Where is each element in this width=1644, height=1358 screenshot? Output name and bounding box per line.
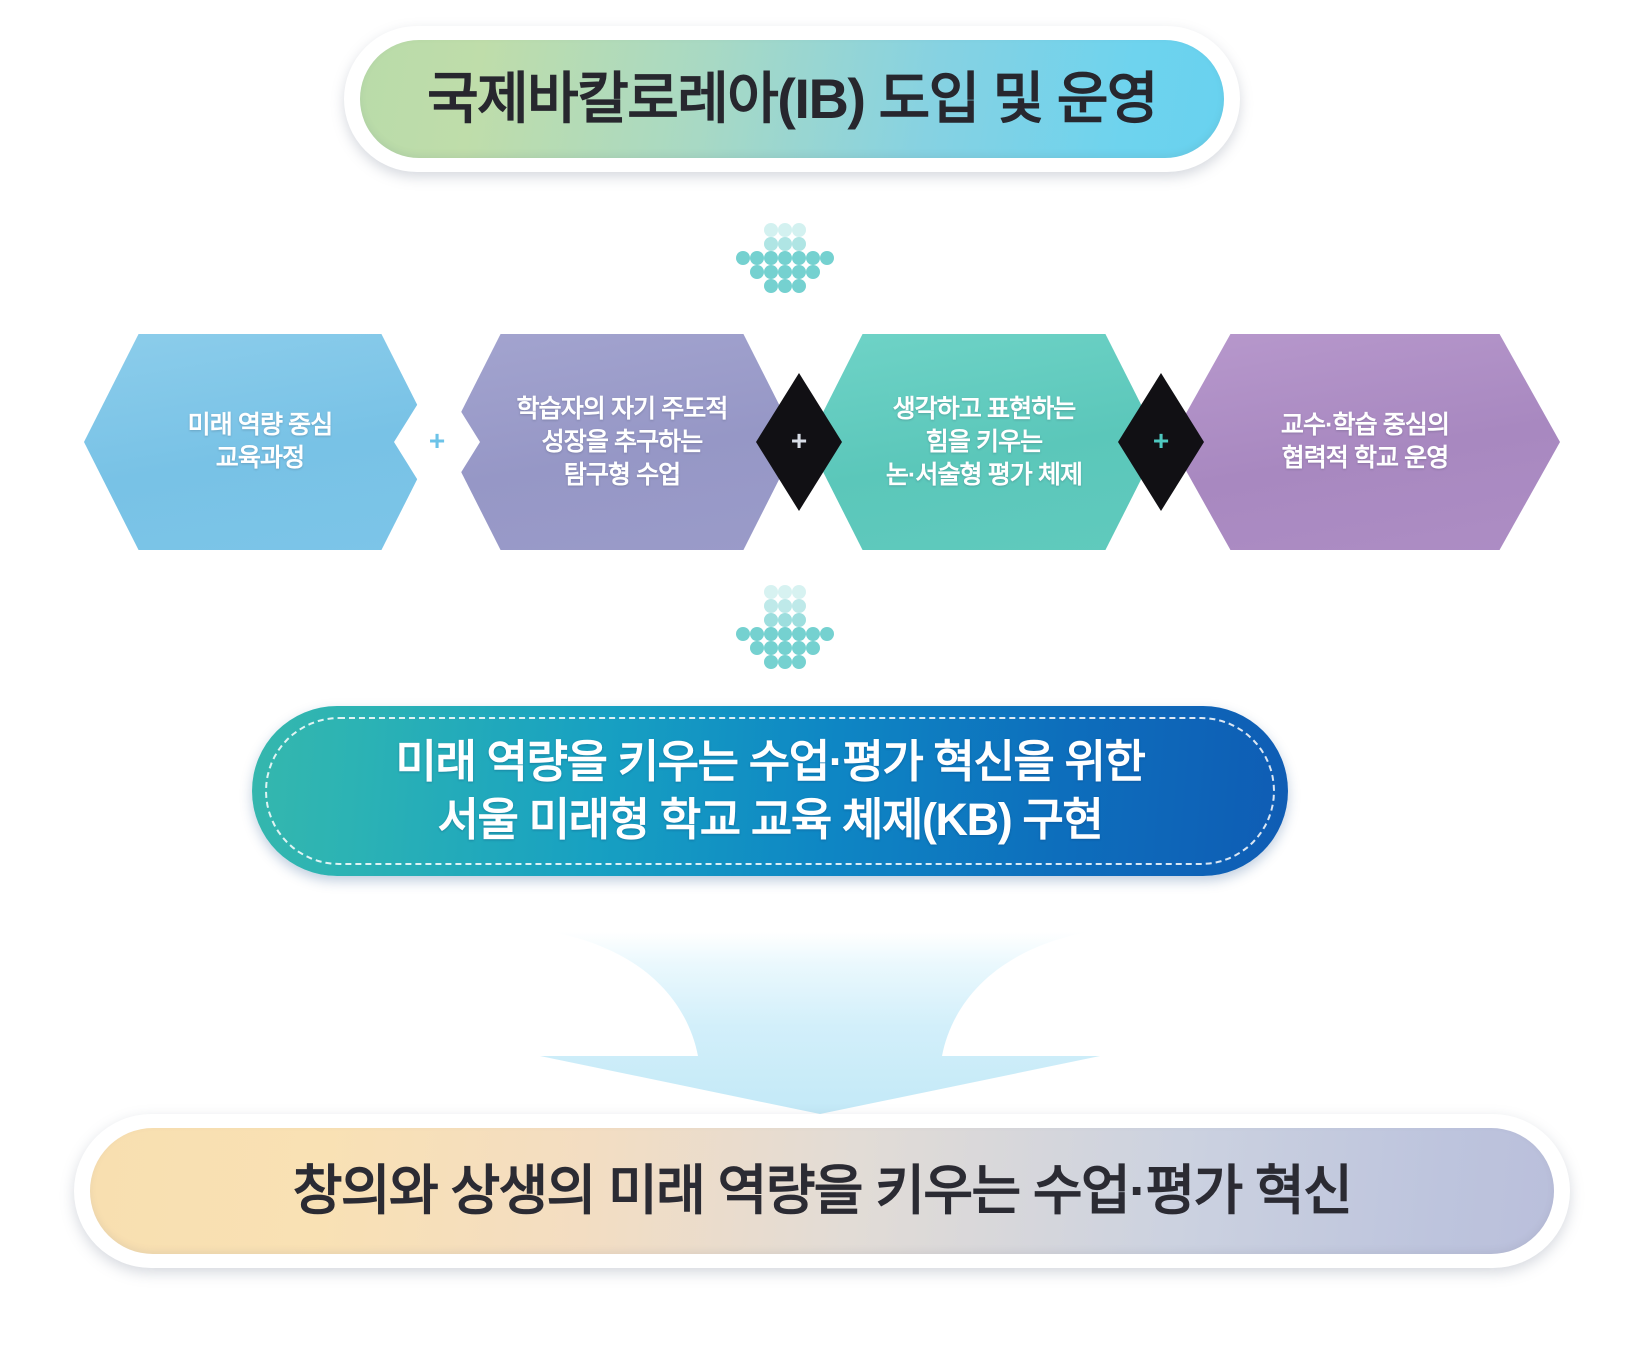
goal-banner-fill: 창의와 상생의 미래 역량을 키우는 수업·평가 혁신 bbox=[90, 1128, 1554, 1254]
plus-icon-2: + bbox=[790, 425, 808, 456]
title-banner-label: 국제바칼로레아(IB) 도입 및 운영 bbox=[427, 67, 1158, 130]
vision-banner-label: 미래 역량을 키우는 수업·평가 혁신을 위한 서울 미래형 학교 교육 체제(… bbox=[395, 735, 1146, 846]
large-down-arrow-icon bbox=[508, 920, 1132, 1116]
plus-diamond-3: + bbox=[1118, 373, 1204, 511]
dotted-down-arrow-icon-bottom bbox=[735, 584, 835, 675]
goal-banner: 창의와 상생의 미래 역량을 키우는 수업·평가 혁신 bbox=[74, 1114, 1570, 1268]
pillar-label-1: 미래 역량 중심 교육과정 bbox=[187, 411, 334, 472]
plus-icon-3: + bbox=[1152, 425, 1170, 456]
plus-diamond-2: + bbox=[756, 373, 842, 511]
dotted-down-arrow-icon-top bbox=[735, 222, 835, 299]
pillar-hexagon-2[interactable]: 학습자의 자기 주도적 성장을 추구하는 탐구형 수업 bbox=[446, 334, 798, 550]
pillar-label-4: 교수·학습 중심의 협력적 학교 운영 bbox=[1280, 411, 1450, 472]
vision-banner: 미래 역량을 키우는 수업·평가 혁신을 위한 서울 미래형 학교 교육 체제(… bbox=[252, 706, 1288, 876]
plus-icon-1: + bbox=[428, 425, 446, 456]
title-banner: 국제바칼로레아(IB) 도입 및 운영 bbox=[344, 26, 1240, 172]
pillar-row: 미래 역량 중심 교육과정 학습자의 자기 주도적 성장을 추구하는 탐구형 수… bbox=[0, 334, 1644, 550]
title-banner-fill: 국제바칼로레아(IB) 도입 및 운영 bbox=[360, 40, 1224, 158]
plus-connector-2: + bbox=[756, 334, 842, 550]
plus-diamond-1: + bbox=[394, 373, 480, 511]
goal-banner-label: 창의와 상생의 미래 역량을 키우는 수업·평가 혁신 bbox=[292, 1161, 1353, 1221]
plus-connector-1: + bbox=[394, 334, 480, 550]
plus-connector-3: + bbox=[1118, 334, 1204, 550]
pillar-label-2: 학습자의 자기 주도적 성장을 추구하는 탐구형 수업 bbox=[516, 394, 729, 489]
pillar-hexagon-1[interactable]: 미래 역량 중심 교육과정 bbox=[84, 334, 436, 550]
pillar-hexagon-4[interactable]: 교수·학습 중심의 협력적 학교 운영 bbox=[1170, 334, 1560, 550]
pillar-hexagon-3[interactable]: 생각하고 표현하는 힘을 키우는 논·서술형 평가 체제 bbox=[808, 334, 1160, 550]
pillar-label-3: 생각하고 표현하는 힘을 키우는 논·서술형 평가 체제 bbox=[885, 394, 1083, 489]
